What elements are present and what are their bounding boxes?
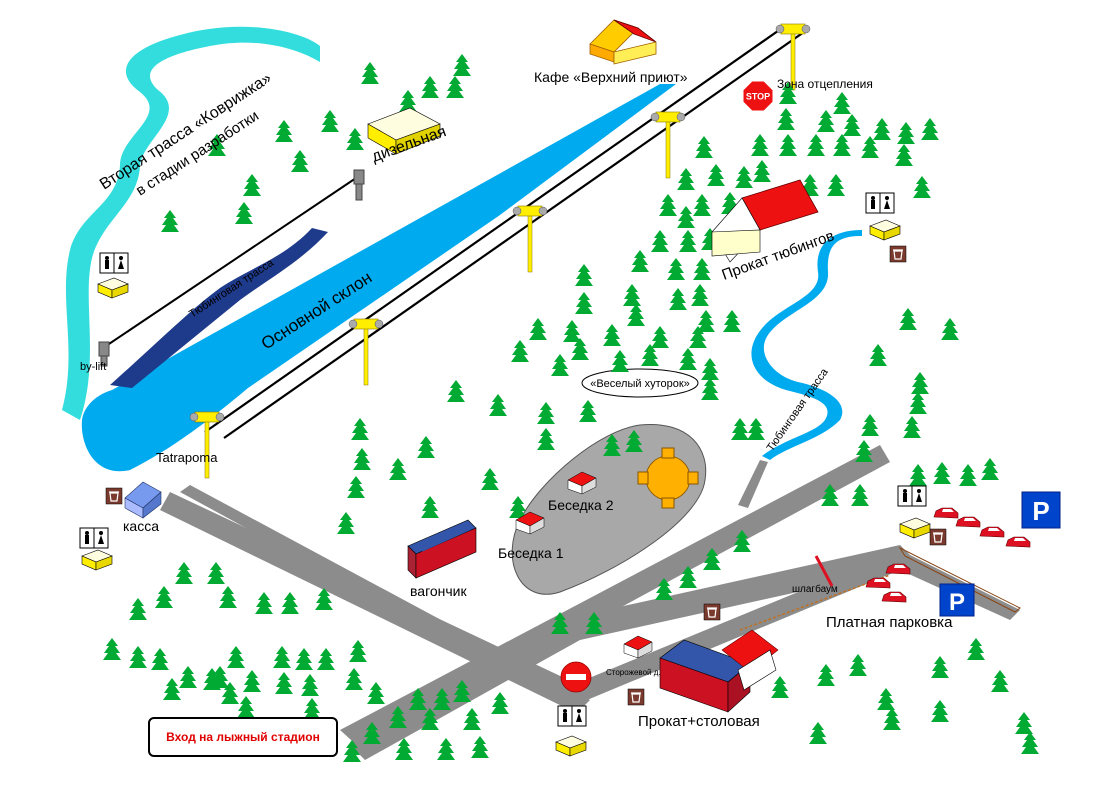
- label-baby-lift: by-lift: [80, 361, 106, 373]
- barrier-gate: [814, 555, 834, 587]
- label-kassa: касса: [123, 518, 159, 534]
- label-paid-parking: Платная парковка: [826, 614, 953, 631]
- label-release-zone: Зона отцепления: [777, 77, 873, 91]
- label-cafe: Кафе «Верхний приют»: [534, 69, 688, 85]
- rental-canteen-wagon: [659, 629, 779, 713]
- main-slope-area: [81, 84, 676, 472]
- tubing-trail-right: [751, 230, 862, 460]
- stop-icon: STOP: [742, 80, 774, 112]
- parking-letter-1: P: [1032, 496, 1049, 526]
- cafe-house-icon: [589, 19, 657, 65]
- main-lift: [204, 25, 805, 439]
- no-entry-icon: [560, 661, 592, 693]
- tubing-trail-dark: [110, 228, 328, 388]
- kassa-house: [124, 481, 162, 519]
- baby-lift: [99, 173, 363, 351]
- label-second-trail-1: Вторая трасса «Коврижка»: [97, 70, 275, 194]
- stop-sign-label: STOP: [746, 92, 770, 102]
- label-besedka-1: Беседка 1: [498, 545, 564, 561]
- label-tatrapoma: Tatrapoma: [156, 450, 218, 465]
- parking-icon: [939, 491, 1061, 617]
- entrance-button[interactable]: Вход на лыжный стадион: [148, 717, 338, 757]
- label-besedka-2: Беседка 2: [548, 497, 614, 513]
- diesel-house: [367, 107, 441, 155]
- parking-letter-2: P: [949, 589, 965, 616]
- label-veselyi-khutorok: «Веселый хуторок»: [590, 378, 690, 390]
- roads: [160, 445, 1020, 760]
- label-shlagbaum: шлагбаум: [792, 583, 838, 595]
- label-vagonchik: вагончик: [410, 583, 467, 599]
- wagon-icon: [407, 519, 477, 579]
- second-trail-stream: [62, 26, 320, 420]
- label-guard: Сторожевой д.: [606, 668, 661, 677]
- tubing-rental-house: [711, 179, 819, 263]
- label-rental-canteen: Прокат+столовая: [638, 713, 760, 730]
- parking-border: [898, 546, 1021, 613]
- gazebo: [637, 447, 699, 509]
